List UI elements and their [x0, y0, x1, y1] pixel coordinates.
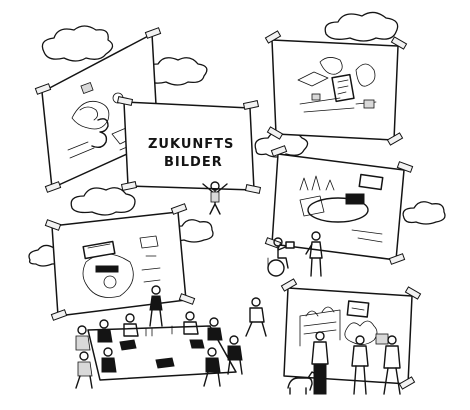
poster-title-line1: ZUKUNFTS [148, 137, 234, 152]
cloud-icon [170, 219, 214, 243]
panel-bottom-right-garden [280, 278, 422, 390]
dog-icon [287, 371, 317, 395]
wheelchair-icon [267, 259, 285, 277]
cloud-icon [144, 57, 208, 86]
panel-title: ZUKUNFTS BILDER [116, 96, 262, 194]
person-icon [383, 335, 401, 395]
panel-middle-right-transport [264, 145, 414, 265]
person-icon [305, 231, 323, 277]
cloud-icon [41, 25, 114, 62]
meeting-group [75, 285, 267, 389]
wheelchair-user [267, 237, 295, 277]
cloud-icon [254, 131, 309, 158]
laptop-icon [119, 339, 205, 369]
person-icon [351, 335, 369, 395]
person-icon [311, 331, 329, 395]
panel-top-right-city [264, 30, 408, 146]
poster-title-line2: BILDER [164, 155, 223, 170]
cloud-icon [402, 201, 446, 225]
panel-left-collage [44, 203, 196, 321]
cloud-icon [324, 11, 399, 42]
cloud-icon [70, 187, 136, 216]
person-icon [202, 181, 228, 215]
